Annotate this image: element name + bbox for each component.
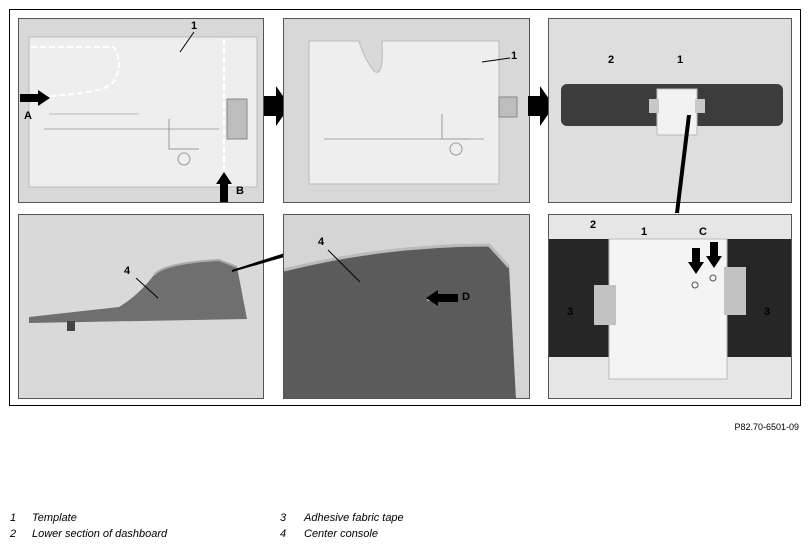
arrow-right-icon — [20, 90, 50, 106]
callout-2-panel6: 2 — [590, 219, 597, 231]
leader-line — [481, 57, 511, 63]
legend-text-1: Template — [32, 512, 77, 524]
panel-console-detail — [283, 214, 530, 399]
callout-2-panel3: 2 — [608, 54, 615, 66]
panel-center-console — [18, 214, 264, 399]
reference-code: P82.70-6501-09 — [734, 422, 799, 432]
leader-line — [179, 31, 195, 53]
callout-3-right: 3 — [764, 306, 771, 318]
panel-template-cut — [283, 18, 530, 203]
panel-template-cutting — [18, 18, 264, 203]
callout-1-panel1: 1 — [191, 20, 198, 32]
panel-template-on-dashboard — [548, 18, 792, 203]
callout-1-panel2: 1 — [511, 50, 518, 62]
flow-arrow-icon — [528, 86, 554, 126]
template-cutting-illustration — [28, 36, 258, 188]
callout-d: D — [462, 291, 470, 303]
callout-4-panel5: 4 — [318, 236, 325, 248]
arrow-up-icon — [216, 172, 232, 202]
callout-4-panel4: 4 — [124, 265, 131, 277]
panel-template-detail — [548, 214, 792, 399]
legend-text-2: Lower section of dashboard — [32, 528, 168, 540]
legend-num-3: 3 — [280, 512, 287, 524]
callout-b: B — [236, 185, 244, 197]
dashboard-template-illustration — [561, 84, 783, 136]
legend-num-2: 2 — [10, 528, 17, 540]
callout-c: C — [699, 226, 707, 238]
arrow-left-icon — [426, 290, 458, 306]
callout-1-panel3: 1 — [677, 54, 684, 66]
legend-text-4: Center console — [304, 528, 378, 540]
template-cut-illustration — [308, 40, 518, 185]
arrow-down-icon — [688, 248, 704, 274]
callout-1-panel6: 1 — [641, 226, 648, 238]
callout-a: A — [24, 110, 32, 122]
legend: 1 Template 2 Lower section of dashboard … — [10, 512, 790, 544]
legend-num-4: 4 — [280, 528, 287, 540]
leader-line — [327, 249, 361, 283]
legend-text-3: Adhesive fabric tape — [304, 512, 404, 524]
zoom-connector-line — [232, 252, 288, 272]
connector-line — [675, 115, 691, 213]
flow-arrow-icon — [264, 86, 290, 126]
template-detail-illustration — [549, 238, 791, 380]
center-console-illustration — [29, 258, 247, 331]
arrow-down-icon — [706, 242, 722, 268]
leader-line — [135, 277, 159, 299]
legend-num-1: 1 — [10, 512, 17, 524]
callout-3-left: 3 — [567, 306, 574, 318]
